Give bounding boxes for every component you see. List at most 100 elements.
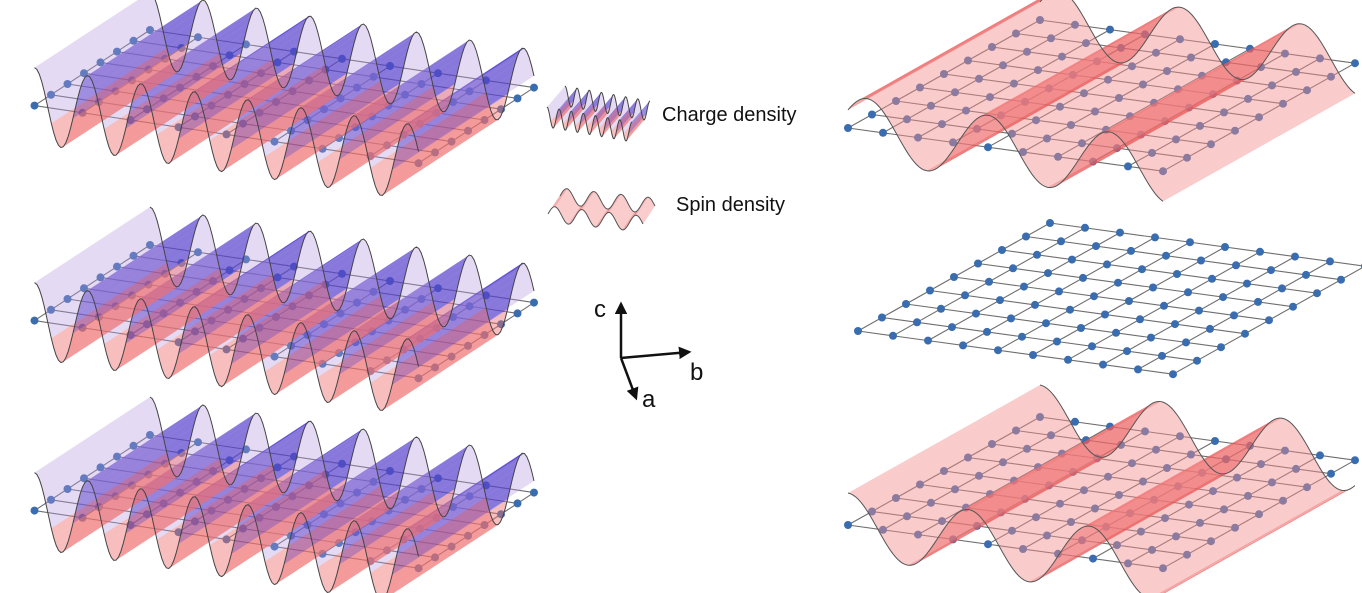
wave-strip	[82, 1, 201, 83]
wave-strip	[221, 94, 340, 172]
bond-line	[919, 86, 1236, 132]
wave-strip	[41, 5, 160, 91]
wave-strip	[934, 430, 1130, 543]
wave-strip	[583, 192, 597, 212]
atom	[270, 352, 279, 361]
wave-strip	[594, 95, 613, 118]
atom	[1207, 537, 1215, 546]
wave-strip	[173, 72, 292, 156]
atom	[1163, 67, 1171, 75]
atom	[414, 374, 423, 383]
atom	[30, 316, 39, 325]
wave-strip	[1079, 47, 1274, 160]
wave-strip	[166, 492, 285, 569]
wave-strip	[562, 198, 576, 219]
atom	[1125, 297, 1133, 305]
wave-strip	[623, 211, 636, 230]
atom	[1169, 370, 1177, 379]
atom	[1254, 297, 1262, 306]
wave-strip	[365, 70, 484, 157]
wave-strip	[60, 71, 179, 148]
wave-front-edge	[847, 98, 1164, 202]
wave-front-edge	[547, 206, 644, 231]
wave-strip	[556, 92, 576, 117]
wave-strip	[622, 106, 641, 131]
wave-strip	[1139, 483, 1334, 593]
charge-layer-bottom	[30, 396, 538, 593]
atom	[1279, 99, 1287, 108]
atom	[1207, 140, 1215, 149]
wave-strip	[168, 490, 287, 569]
wave-strip	[351, 445, 470, 523]
atom	[1115, 491, 1123, 499]
atom	[1171, 320, 1179, 329]
atom	[1082, 39, 1090, 48]
atom	[30, 506, 39, 515]
wave-strip	[130, 428, 249, 514]
atom	[1055, 287, 1063, 296]
atom	[318, 144, 327, 153]
wave-strip	[383, 521, 496, 593]
wave-strip	[586, 196, 600, 217]
wave-strip	[1073, 55, 1269, 168]
wave-strip	[322, 508, 441, 590]
atom	[988, 43, 996, 51]
atom	[222, 345, 231, 354]
wave-strip	[75, 237, 194, 324]
atom	[530, 488, 538, 497]
atom	[1148, 148, 1156, 157]
a-axis-arrow	[619, 357, 639, 401]
spin-layer-middle-lattice	[857, 222, 1362, 375]
wave-strip	[344, 269, 462, 355]
wave-strip	[118, 285, 237, 368]
wave-strip	[116, 481, 234, 561]
wave-strip	[621, 211, 635, 230]
atom	[1007, 314, 1015, 323]
wave-strip	[958, 403, 1153, 513]
atom	[318, 549, 327, 558]
wave-strip	[209, 469, 328, 556]
atom	[63, 295, 72, 303]
wave-strip	[394, 478, 513, 565]
wave-strip	[77, 13, 196, 99]
wave-strip	[591, 108, 610, 132]
wave-strip	[1013, 461, 1208, 573]
atom	[194, 248, 202, 257]
wave-strip	[180, 447, 299, 534]
wave-strip	[1008, 26, 1203, 139]
wave-strip	[590, 204, 604, 224]
atom	[47, 90, 55, 99]
wave-strip	[137, 223, 256, 302]
wave-strip	[1126, 38, 1321, 151]
wave-strip	[240, 433, 359, 516]
wave-strip	[327, 326, 446, 403]
wave-strip	[593, 207, 606, 227]
atom	[1243, 279, 1251, 288]
wave-strip	[401, 51, 520, 133]
wave-strip	[322, 103, 441, 185]
wave-strip	[1047, 459, 1243, 571]
atom	[129, 441, 138, 450]
wave-strip	[394, 73, 513, 160]
wave-strip	[243, 239, 362, 320]
bond-line	[967, 59, 1284, 105]
atom	[1103, 260, 1111, 269]
atom	[1327, 469, 1335, 478]
wave-strip	[850, 385, 1046, 496]
atom	[1114, 278, 1122, 287]
wave-strip	[637, 197, 651, 217]
wave-strip	[116, 76, 234, 156]
wave-strip	[549, 91, 568, 116]
atom	[1139, 477, 1147, 486]
atom	[1316, 54, 1324, 63]
wave-strip	[955, 404, 1151, 515]
wave-strip	[291, 259, 410, 345]
wave-strip	[166, 87, 285, 164]
wave-strip	[296, 438, 414, 519]
atom	[903, 115, 911, 124]
wave-strip	[224, 304, 342, 385]
wave-strip	[1068, 429, 1264, 541]
wave-strip	[233, 458, 352, 545]
atom	[1029, 351, 1037, 359]
